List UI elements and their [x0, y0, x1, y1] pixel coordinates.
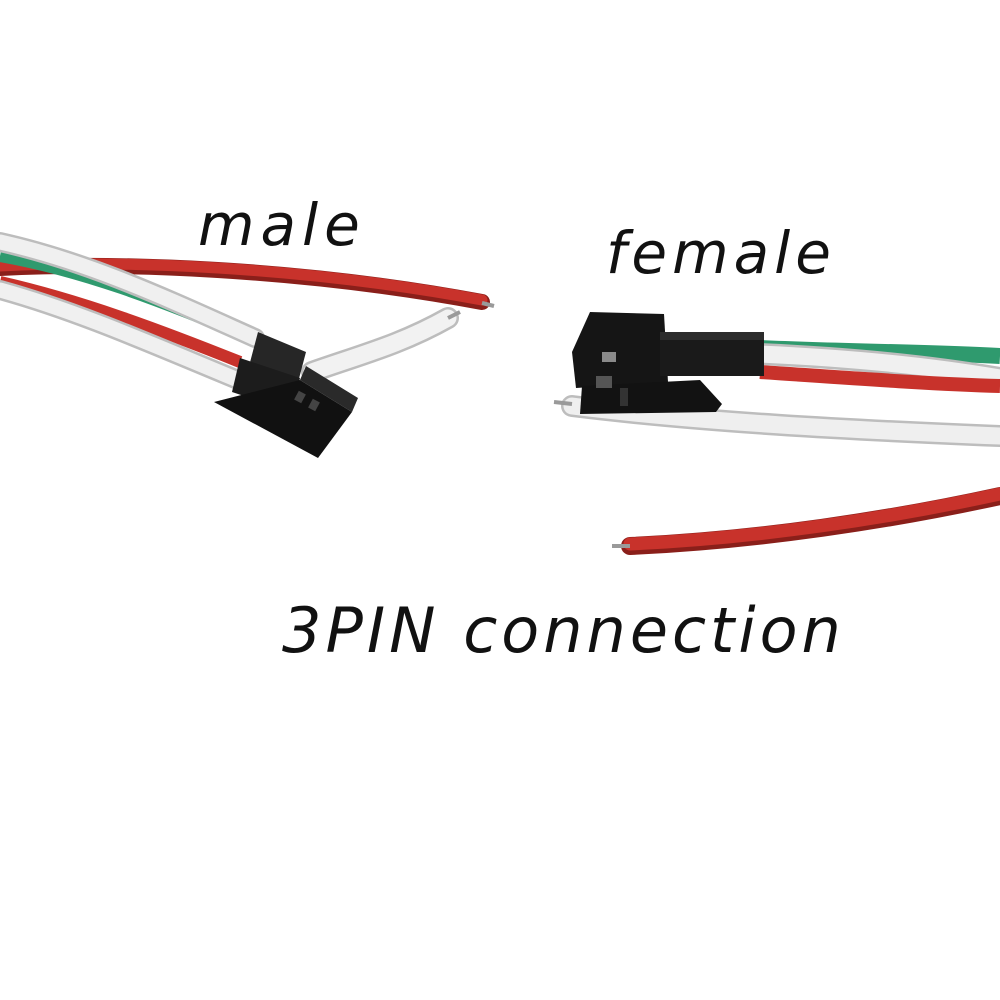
female-connector-assembly	[553, 312, 1000, 555]
male-white-wire-bottom-fill	[0, 282, 246, 388]
female-red-wire-loose-fill	[623, 487, 1000, 551]
female-white-wire-top-fill	[759, 345, 1000, 387]
caption-label: 3PIN connection	[282, 594, 845, 667]
female-red-wire	[759, 365, 1000, 393]
male-connector-housing	[214, 332, 358, 458]
male-white-wire-top-fill	[0, 234, 263, 346]
female-label: female	[606, 219, 836, 287]
male-white-wire-tip	[447, 310, 461, 320]
male-white-wire-exit-fill	[303, 309, 457, 381]
male-label: male	[198, 191, 366, 259]
male-connector-assembly	[0, 232, 495, 458]
female-connector-housing	[572, 312, 764, 414]
male-red-wire-tip	[481, 301, 495, 308]
female-white-wire-tip	[553, 400, 573, 406]
